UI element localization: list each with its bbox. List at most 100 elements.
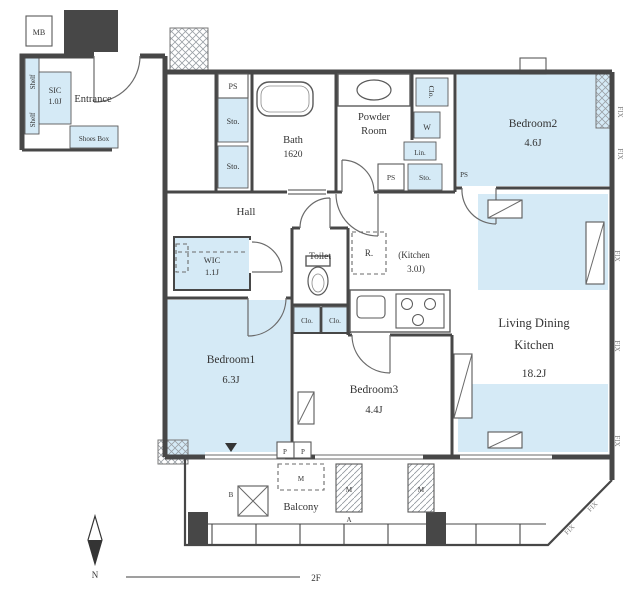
ldk-size-label: 18.2J [522,368,547,380]
sto-upper-label: Sto. [227,117,240,126]
marker-m1-label: M [346,486,353,494]
entry-direction-marker [225,443,237,452]
pipe-space-top [217,73,249,99]
burner-3 [412,314,424,326]
stove [395,293,445,329]
ldk-floor-lower [458,384,608,452]
wic-floor [174,237,250,290]
fix-label-6: FIX [586,500,600,514]
windows [205,452,552,462]
bedroom1-label: Bedroom1 [207,354,256,366]
marker-m2-label: M [418,486,425,494]
storage-small [407,163,443,191]
pipe-space-mid [377,163,405,191]
floor-indicator-label: 2F [311,573,321,583]
kitchen-label-1: (Kitchen [398,250,430,260]
ps-mid-label: PS [387,173,395,182]
clo-bedroom3-right-label: Clo. [329,317,341,325]
bedroom3-door [351,334,391,374]
bedroom2-label: Bedroom2 [509,118,558,130]
toilet-tank [305,255,331,267]
bedroom3-size-label: 4.4J [365,405,382,416]
balcony-unit-m1 [335,463,363,513]
marker-b-label: B [229,491,234,499]
ldk-label-1: Living Dining [498,316,570,330]
pillar-p-left-label: P [283,448,287,456]
sto-lower-label: Sto. [227,162,240,171]
pillars [25,10,613,465]
fix-label-2: FIX [616,148,624,159]
bedroom1-floor [167,300,290,455]
shoes-box-label: Shoes Box [79,135,110,143]
vanity-counter [337,73,411,107]
sto-small-label: Sto. [419,173,431,182]
markers [87,513,300,578]
doors [93,52,497,374]
fridge-label: R. [365,248,373,258]
railing-post-left [188,512,208,545]
stair-core-block [64,10,118,56]
vanity-sink [356,79,392,101]
ps-top-label: PS [229,82,238,91]
bedroom3-label: Bedroom3 [350,384,399,396]
washer-space [413,111,441,139]
bedroom1-size-label: 6.3J [222,375,239,386]
shoes-box [69,125,119,149]
sic-size-label: 1.0J [48,97,61,106]
powder-room-door [341,159,375,193]
entrance-door [93,55,141,103]
burner-1 [401,298,413,310]
bedroom2-floor [457,74,610,186]
fix-label-5: FIX [613,435,621,446]
kitchen-sink [356,295,386,319]
balcony-outline [183,457,613,547]
fridge-space [351,231,387,275]
balcony-group [183,457,613,547]
storage-upper [217,97,249,143]
fixtures-group [175,73,605,459]
pillar-p-right-box [293,441,312,459]
bathtub [256,81,314,117]
room-fills [24,57,610,455]
clo-bedroom3-left-label: Clo. [301,317,313,325]
clo-powder-label: Clo. [427,86,436,99]
closet-powder [415,77,449,107]
bedroom2-size-label: 4.6J [524,138,541,149]
railing-post-mid [426,512,446,545]
balcony-unit-dashed [277,463,325,491]
wic-door [251,241,283,273]
shelf-lower-label: Shelf [29,112,37,127]
pillar-p-right-label: P [301,448,305,456]
fix-label-1: FIX [616,106,624,117]
toilet-door [299,197,331,229]
entrance-label: Entrance [74,94,112,105]
marker-m-dashed-label: M [298,475,305,483]
pillar-top [169,27,209,73]
meter-box [25,15,53,47]
sic-label: SIC [49,86,61,95]
washer-label: W [423,123,431,132]
kitchen-label-2: 3.0J) [407,264,425,274]
compass-north-label: N [92,570,99,580]
kitchen-counter [349,289,451,333]
bath-sliding-door [288,189,326,195]
burner-2 [424,298,436,310]
ps-side-label: PS [460,171,468,179]
marker-a-label: A [346,516,351,524]
balcony-label: Balcony [284,502,320,513]
powder-room-label-1: Powder [358,112,391,123]
wic-hanger [175,243,189,273]
labels: MB Shelf Shelf SIC 1.0J Entrance Shoes B… [29,28,624,583]
hall-ldk-door [335,193,379,237]
wic-label: WIC [204,255,221,265]
bath-size-label: 1620 [284,150,303,160]
ldk-label-2: Kitchen [514,338,554,352]
linen-label: Lin. [414,149,426,157]
sic-floor [38,71,72,125]
storage-lower [217,145,249,189]
fix-label-4: FIX [613,340,621,351]
hall-label: Hall [237,206,256,218]
fix-label-3: FIX [613,250,621,261]
